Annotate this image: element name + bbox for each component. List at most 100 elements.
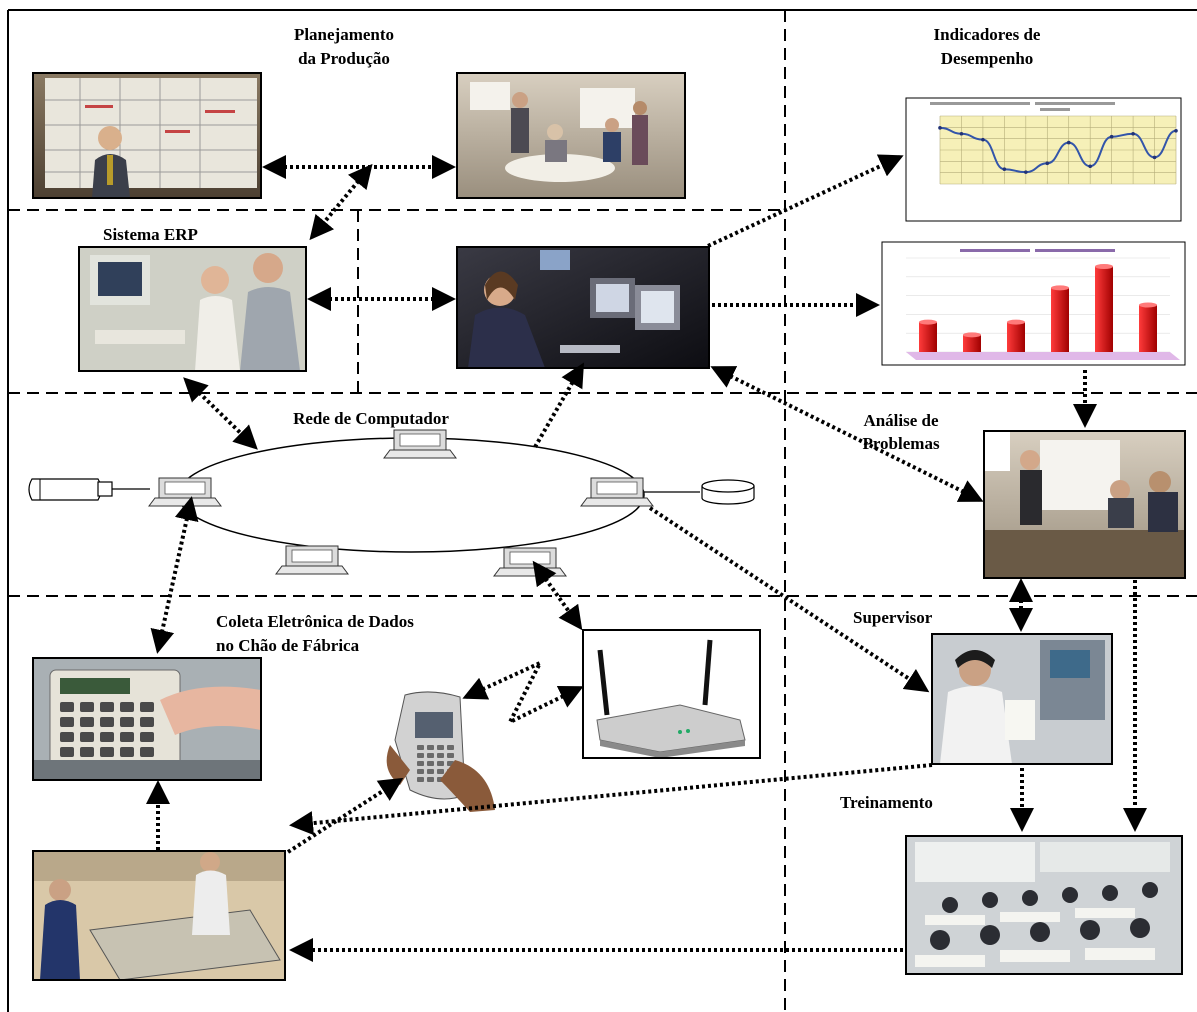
training-label: Treinamento xyxy=(840,793,933,812)
shopfloor-handheld-arrow xyxy=(286,777,404,854)
planning-erp-arrow xyxy=(309,163,373,241)
terminal-key xyxy=(120,702,134,712)
workstation-photo xyxy=(456,246,710,369)
terminal-key xyxy=(120,747,134,757)
workstation-linechart-arrow xyxy=(707,154,904,248)
planning-label: Planejamento xyxy=(294,25,394,44)
handheld-key xyxy=(427,761,434,766)
computer-terminal-icon xyxy=(383,429,457,459)
terminal-key xyxy=(60,702,74,712)
indicators-label-line2: Desempenho xyxy=(941,49,1034,68)
erp-network-arrow xyxy=(183,377,258,450)
bar-chart-bar xyxy=(1051,287,1069,352)
network-label: Rede de Computador xyxy=(293,409,449,428)
bar-chart-bar xyxy=(1095,266,1113,352)
terminal-key xyxy=(80,747,94,757)
line-chart-point xyxy=(1002,167,1007,172)
handheld-key xyxy=(417,761,424,766)
terminal-key xyxy=(80,717,94,727)
computer-terminal-icon xyxy=(580,477,654,507)
handheld-key xyxy=(437,761,444,766)
wireless-router-icon xyxy=(582,629,761,759)
workstation-analysis-arrow xyxy=(710,366,984,502)
line-chart-point xyxy=(981,137,985,142)
terminal-key xyxy=(100,717,114,727)
line-chart xyxy=(905,97,1182,222)
network-terminals xyxy=(148,429,654,577)
terminal-key xyxy=(80,702,94,712)
erp-label: Sistema ERP xyxy=(103,225,198,244)
bar-chart-bar xyxy=(919,322,937,352)
line-chart-point xyxy=(1066,140,1071,145)
collection-label: Coleta Eletrônica de Dados xyxy=(216,612,414,631)
tape-drive-icon xyxy=(28,478,150,501)
handheld-key xyxy=(447,753,454,758)
handheld-key xyxy=(417,777,424,782)
bar-chart-bar-top xyxy=(1007,319,1025,325)
handheld-scanner-icon xyxy=(386,691,495,812)
terminal-key xyxy=(140,702,154,712)
handheld-key xyxy=(417,753,424,758)
handheld-key xyxy=(437,769,444,774)
bar-chart-bar-top xyxy=(1095,264,1113,270)
disk-storage-icon xyxy=(644,479,755,505)
terminal-key xyxy=(80,732,94,742)
terminal-key xyxy=(100,732,114,742)
handheld-key xyxy=(417,745,424,750)
handheld-key xyxy=(427,777,434,782)
terminal-key xyxy=(100,747,114,757)
network-workstation-arrow xyxy=(533,362,585,449)
bar-chart-bar-top xyxy=(963,332,981,338)
handheld-key xyxy=(417,769,424,774)
computer-terminal-icon xyxy=(493,547,567,577)
handheld-key xyxy=(427,769,434,774)
line-chart-point xyxy=(1045,161,1050,166)
bar-chart xyxy=(881,241,1186,366)
terminal-key xyxy=(60,717,74,727)
computer-terminal-icon xyxy=(148,477,222,507)
terminal-key xyxy=(60,747,74,757)
line-chart-series xyxy=(939,126,1177,174)
terminal-key xyxy=(140,717,154,727)
line-chart-point xyxy=(938,126,942,130)
handheld-key xyxy=(447,745,454,750)
computer-terminal-icon xyxy=(275,545,349,575)
training-photo xyxy=(905,835,1183,975)
terminal-key xyxy=(120,717,134,727)
bar-chart-bar-top xyxy=(1051,285,1069,291)
terminal-key xyxy=(140,732,154,742)
bar-chart-bar xyxy=(1007,322,1025,352)
network-router-arrow xyxy=(532,560,583,631)
network-supervisor-arrow xyxy=(648,506,930,693)
bar-chart-bar-top xyxy=(1139,302,1157,308)
handheld-key xyxy=(437,753,444,758)
bar-chart-bar xyxy=(1139,305,1157,352)
bar-chart-bar-top xyxy=(919,319,937,325)
bar-chart-bar xyxy=(963,334,981,352)
planning-whiteboard-photo xyxy=(32,72,262,199)
terminal-key xyxy=(120,732,134,742)
data-terminal-photo xyxy=(32,657,262,781)
collection-label-line2: no Chão de Fábrica xyxy=(216,636,360,655)
line-chart-point xyxy=(1109,134,1114,139)
analysis-photo xyxy=(983,430,1186,579)
terminal-key xyxy=(140,747,154,757)
handheld-key xyxy=(427,745,434,750)
supervisor-photo xyxy=(931,633,1113,765)
handheld-key xyxy=(437,745,444,750)
supervisor-label: Supervisor xyxy=(853,608,933,627)
line-chart-point xyxy=(1174,128,1178,133)
line-chart-point xyxy=(1152,155,1157,160)
planning-label-line2: da Produção xyxy=(298,49,390,68)
indicators-label: Indicadores de xyxy=(934,25,1041,44)
shop-floor-photo xyxy=(32,850,286,981)
diagram-frame xyxy=(7,9,1197,1012)
terminal-key xyxy=(100,702,114,712)
handheld-key xyxy=(427,753,434,758)
supervisor-shopfloor-arrow xyxy=(289,763,933,836)
analysis-label-line2: Problemas xyxy=(862,434,940,453)
erp-photo xyxy=(78,246,307,372)
terminal-key xyxy=(60,732,74,742)
flow-arrows xyxy=(146,154,1147,962)
